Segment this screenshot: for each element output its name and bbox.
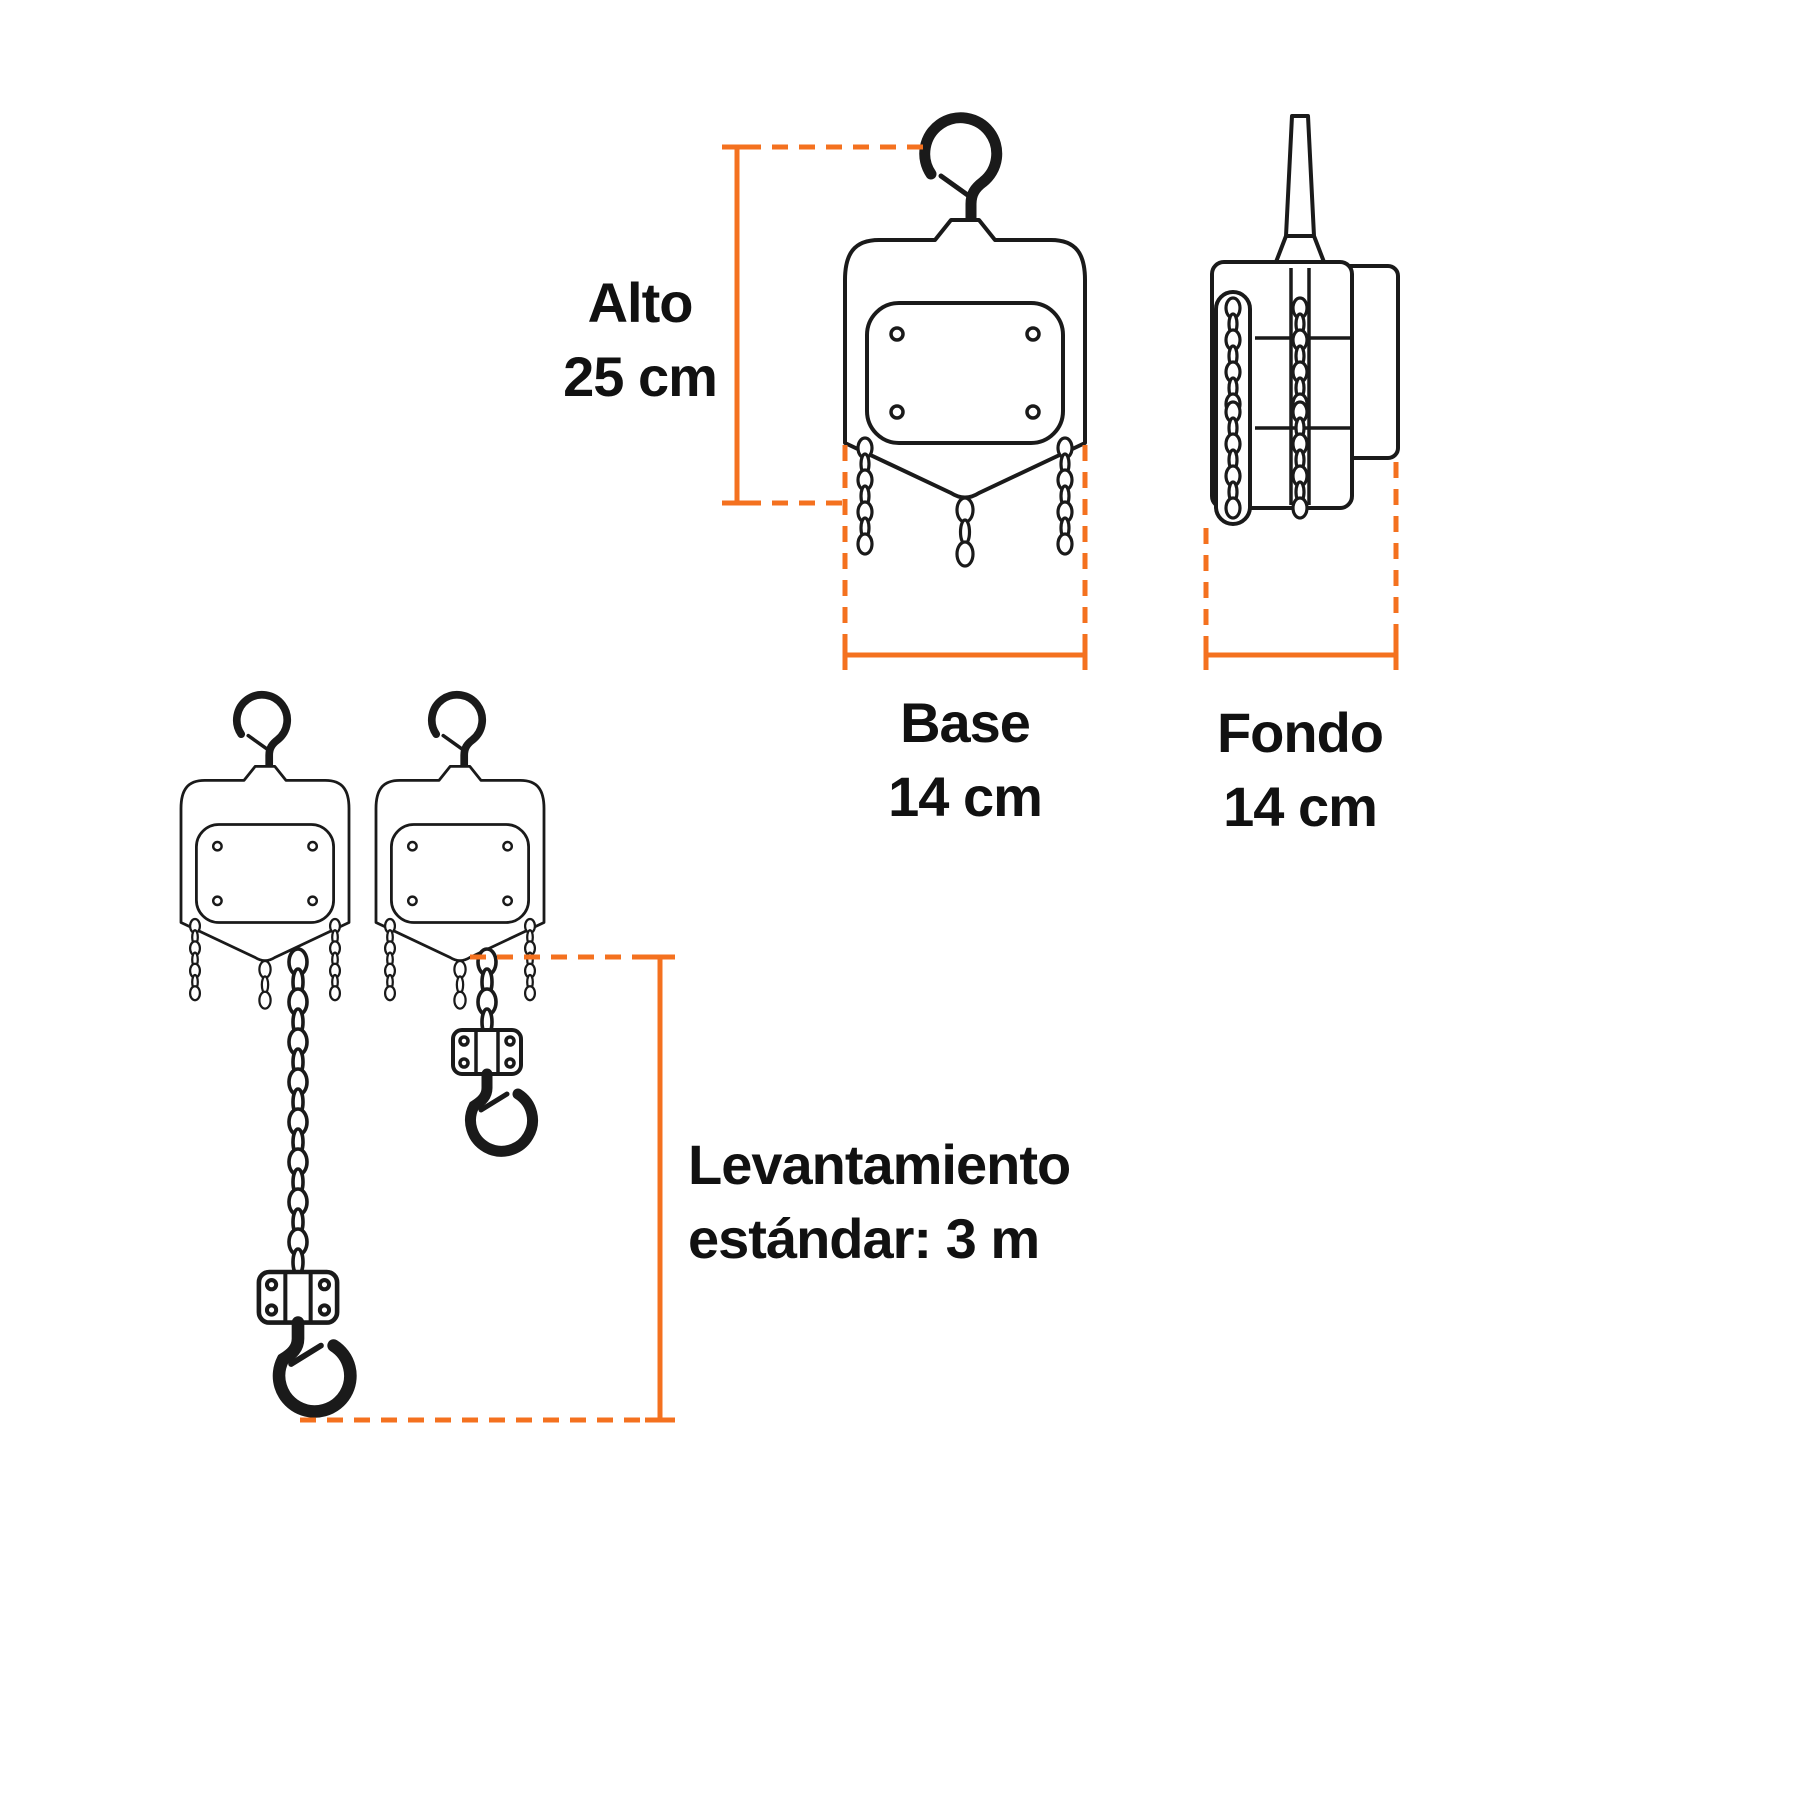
hoist-front-view	[845, 118, 1085, 566]
alto-dimension-lines	[722, 144, 930, 506]
alto-dimension-label: Alto 25 cm	[535, 266, 745, 414]
base-dimension-lines	[842, 445, 1088, 670]
base-dimension-label: Base 14 cm	[860, 686, 1070, 834]
hoist-with-long-chain	[181, 695, 350, 1412]
levantamiento-label: Levantamiento	[688, 1133, 1071, 1196]
fondo-value: 14 cm	[1223, 774, 1378, 838]
alto-label: Alto	[587, 271, 694, 334]
base-value: 14 cm	[888, 764, 1043, 828]
hoist-with-short-chain	[376, 695, 544, 1151]
levantamiento-dimension-lines	[300, 954, 675, 1423]
alto-value: 25 cm	[563, 344, 718, 408]
levantamiento-dimension-label: Levantamiento estándar: 3 m	[688, 1128, 1108, 1276]
fondo-dimension-lines	[1203, 462, 1399, 670]
hoist-side-view	[1210, 114, 1400, 526]
fondo-dimension-label: Fondo 14 cm	[1195, 696, 1405, 844]
base-label: Base	[900, 691, 1031, 754]
levantamiento-value: estándar: 3 m	[688, 1206, 1040, 1270]
fondo-label: Fondo	[1216, 701, 1384, 764]
